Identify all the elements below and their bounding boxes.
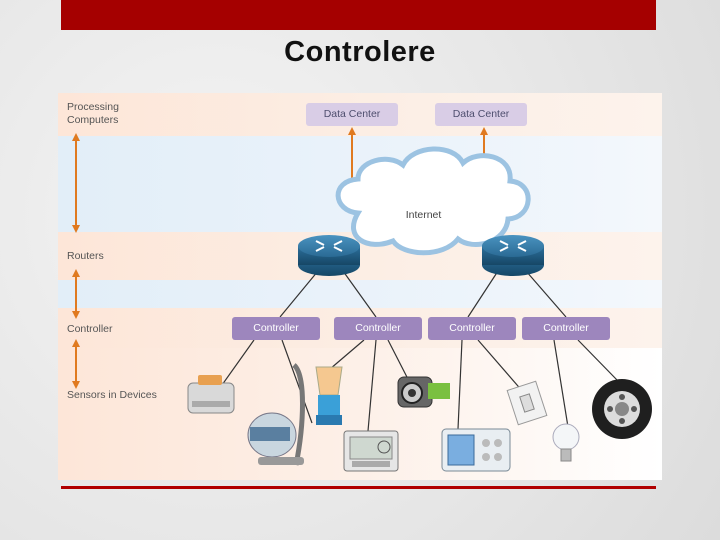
- controller-4: Controller: [522, 317, 610, 340]
- diagram-graphics: [72, 127, 652, 472]
- light-switch-icon: [506, 380, 548, 426]
- video-camera-icon: [397, 376, 450, 408]
- control-panel-icon: [441, 428, 511, 472]
- data-center-2: Data Center: [435, 103, 527, 126]
- controller-3: Controller: [428, 317, 516, 340]
- wheel-icon: [592, 379, 652, 439]
- router-icon-left: [298, 235, 360, 276]
- blender-icon: [315, 366, 343, 425]
- internet-label: Internet: [405, 209, 442, 221]
- data-center-1: Data Center: [306, 103, 398, 126]
- controller-2: Controller: [334, 317, 422, 340]
- slide-title: Controlere: [284, 36, 436, 68]
- top-accent-bar: [61, 0, 656, 30]
- toaster-icon: [187, 375, 235, 414]
- label-sensors: Sensors in Devices: [67, 389, 157, 401]
- label-processing-computers: Processing Computers: [67, 101, 119, 126]
- controller-1: Controller: [232, 317, 320, 340]
- internet-cloud: [335, 146, 531, 256]
- light-bulb-icon: [552, 423, 580, 462]
- iot-diagram: Processing Computers Routers Controller …: [58, 93, 662, 480]
- thermostat-icon: [343, 430, 399, 472]
- bottom-accent-line: [61, 486, 656, 489]
- label-routers: Routers: [67, 250, 104, 262]
- vacuum-cleaner-icon: [247, 363, 305, 466]
- label-controller: Controller: [67, 323, 113, 335]
- router-icon-right: [482, 235, 544, 276]
